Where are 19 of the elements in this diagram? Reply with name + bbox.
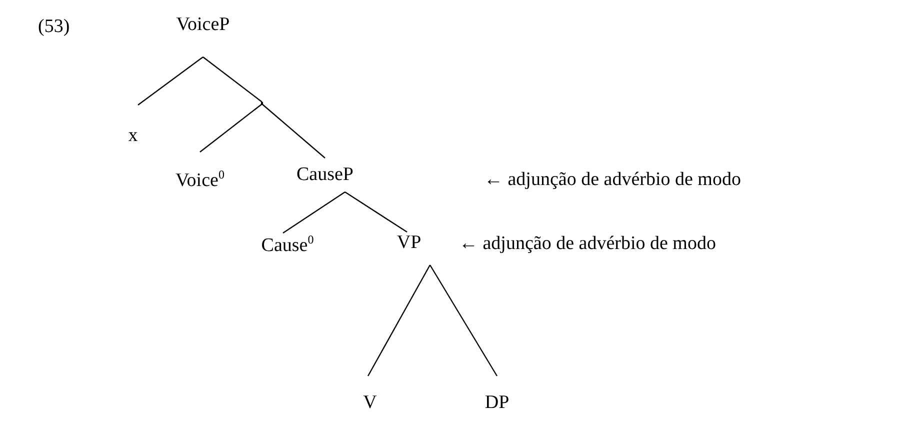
- annotation-text: ← adjunção de advérbio de modo: [459, 233, 716, 255]
- tree-node-label: x: [128, 125, 138, 147]
- tree-node-label: Cause$^{0}$: [261, 235, 314, 257]
- tree-branch-line: [282, 192, 346, 234]
- tree-node-label: Voice$^{0}$: [176, 170, 224, 192]
- tree-node-label: VoiceP: [176, 14, 230, 36]
- tree-branch-line: [138, 56, 204, 106]
- tree-branch-line: [344, 192, 408, 232]
- tree-branch-line: [262, 104, 326, 158]
- tree-branch-line: [202, 56, 262, 102]
- example-number: (53): [38, 16, 70, 38]
- tree-node-label: DP: [484, 392, 510, 414]
- tree-branch-line: [367, 264, 431, 376]
- tree-node-label: CauseP: [296, 164, 354, 186]
- tree-node-label: V: [363, 392, 377, 414]
- tree-branch-line: [429, 264, 498, 376]
- annotation-text: ← adjunção de advérbio de modo: [484, 169, 741, 191]
- tree-node-label: VP: [396, 232, 422, 254]
- tree-branch-line: [200, 104, 262, 152]
